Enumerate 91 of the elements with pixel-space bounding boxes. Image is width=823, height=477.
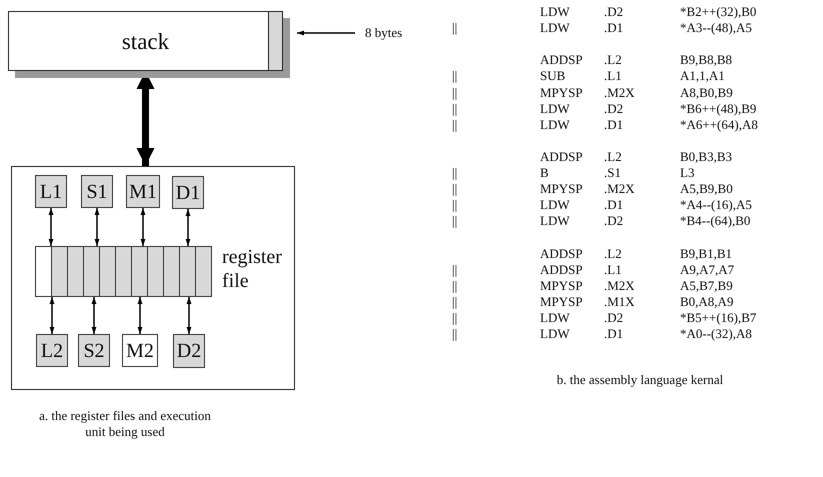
execution-unit: M2 — [122, 334, 158, 367]
code-cell: .M1X — [604, 294, 635, 310]
code-cell: B0,B3,B3 — [680, 148, 732, 165]
parallel-mark: || — [452, 100, 458, 117]
parallel-mark: || — [452, 116, 458, 133]
code-cell: .D2 — [604, 4, 624, 20]
parallel-mark: || — [452, 197, 458, 214]
code-cell: .D1 — [604, 20, 624, 36]
code-cell: ADDSP — [540, 246, 583, 262]
code-cell: A5,B7,B9 — [680, 278, 733, 294]
parallel-mark: || — [452, 262, 458, 278]
arrow — [186, 209, 190, 246]
code-cell: B9,B8,B8 — [680, 52, 732, 68]
code-cell: ADDSP — [540, 262, 583, 278]
code-cell: LDW — [540, 326, 570, 342]
code-cell: LDW — [540, 213, 570, 230]
code-cell: A8,B0,B9 — [680, 84, 733, 100]
code-cell: .D2 — [604, 213, 624, 230]
arrow — [94, 208, 100, 246]
execution-unit: D2 — [173, 334, 205, 368]
code-cell: .L2 — [604, 52, 622, 68]
code-cell: LDW — [540, 116, 570, 133]
code-cell: *A3--(48),A5 — [680, 20, 752, 36]
code-cell: MPYSP — [540, 181, 583, 198]
code-cell: LDW — [540, 197, 570, 214]
code-cell: .M2X — [604, 278, 635, 294]
figure-caption: b. the assembly language kernal — [556, 372, 724, 388]
code-cell: B0,A8,A9 — [680, 294, 734, 310]
execution-unit: D1 — [172, 176, 204, 209]
parallel-mark: || — [452, 326, 458, 342]
arrow — [50, 297, 54, 334]
code-cell: .L2 — [604, 148, 622, 165]
parallel-mark: || — [452, 181, 458, 198]
parallel-mark: || — [452, 294, 458, 310]
code-cell: *B5++(16),B7 — [680, 310, 756, 326]
code-cell: .M2X — [604, 84, 635, 100]
code-cell: LDW — [540, 310, 570, 326]
code-cell: .D2 — [604, 310, 624, 326]
arrow — [186, 297, 192, 334]
code-cell: SUB — [540, 68, 566, 84]
parallel-mark: || — [452, 165, 458, 181]
code-cell: L3 — [680, 165, 694, 181]
execution-unit: L2 — [36, 334, 68, 367]
code-cell: .D1 — [604, 197, 624, 214]
arrow — [140, 208, 146, 246]
code-cell: A9,A7,A7 — [680, 262, 734, 278]
code-cell: LDW — [540, 4, 570, 20]
code-cell: LDW — [540, 20, 570, 36]
code-cell: MPYSP — [540, 278, 583, 294]
code-cell: *B4--(64),B0 — [680, 213, 750, 230]
code-cell: ADDSP — [540, 148, 583, 165]
size-label: 8 bytes — [365, 25, 402, 41]
code-cell: .D1 — [604, 116, 624, 133]
code-cell: ADDSP — [540, 52, 583, 68]
parallel-mark: || — [452, 84, 458, 100]
arrow — [92, 297, 96, 334]
code-cell: MPYSP — [540, 84, 583, 100]
parallel-mark: || — [452, 20, 458, 36]
arrow — [138, 297, 142, 334]
code-cell: MPYSP — [540, 294, 583, 310]
code-cell: .M2X — [604, 181, 635, 198]
code-cell: .L1 — [604, 262, 622, 278]
code-cell: .D2 — [604, 100, 624, 117]
code-cell: *A4--(16),A5 — [680, 197, 752, 214]
arrow — [48, 208, 54, 246]
code-cell: *B6++(48),B9 — [680, 100, 756, 117]
code-cell: A5,B9,B0 — [680, 181, 733, 198]
code-cell: *A6++(64),A8 — [680, 116, 758, 133]
code-cell: B9,B1,B1 — [680, 246, 732, 262]
code-cell: B — [540, 165, 549, 181]
figure-caption: a. the register files and execution unit being used — [38, 408, 212, 440]
code-cell: .L2 — [604, 246, 622, 262]
register-file-label: register file — [222, 245, 282, 293]
code-cell: LDW — [540, 100, 570, 117]
execution-unit: L1 — [35, 175, 67, 208]
parallel-mark: || — [452, 213, 458, 230]
code-cell: .D1 — [604, 326, 624, 342]
parallel-mark: || — [452, 68, 458, 84]
execution-unit: S1 — [81, 175, 113, 208]
unit-frame — [11, 166, 295, 390]
code-cell: *A0--(32),A8 — [680, 326, 752, 342]
code-cell: A1,1,A1 — [680, 68, 725, 84]
execution-unit: M1 — [126, 175, 160, 208]
parallel-mark: || — [452, 310, 458, 326]
stack-label: stack — [122, 30, 170, 52]
code-cell: .L1 — [604, 68, 622, 84]
code-cell: *B2++(32),B0 — [680, 4, 756, 20]
code-cell: .S1 — [604, 165, 621, 181]
execution-unit: S2 — [78, 334, 110, 367]
parallel-mark: || — [452, 278, 458, 294]
arrow — [297, 30, 355, 36]
